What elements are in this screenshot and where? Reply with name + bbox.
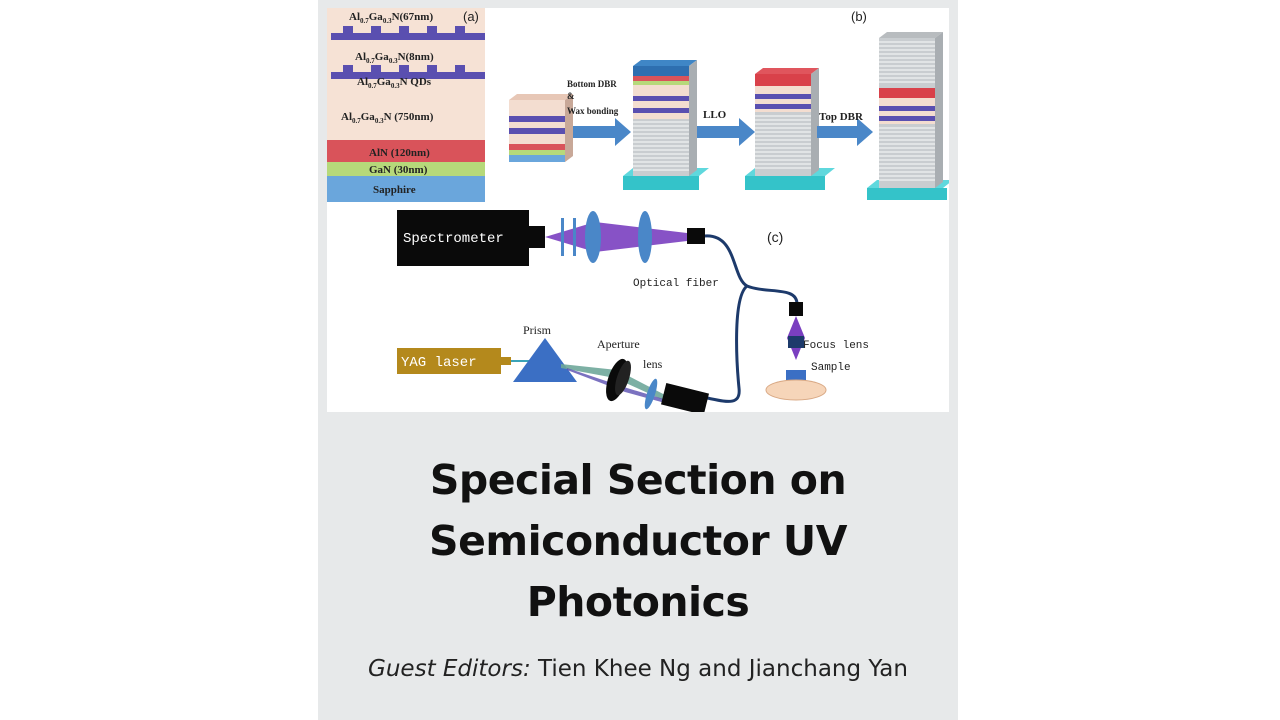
section-title: Special Section on Semiconductor UV Phot… — [318, 450, 958, 633]
aperture-label: Aperture — [597, 337, 640, 351]
collection-lens-2 — [638, 211, 652, 263]
prism-label: Prism — [523, 323, 552, 337]
sample-label: Sample — [811, 362, 851, 374]
laser-fiber-coupler — [660, 383, 710, 412]
gan-layer — [327, 162, 485, 176]
focus-lens-label: Focus lens — [803, 340, 869, 352]
spectrometer — [397, 210, 529, 266]
spectrometer-label: Spectrometer — [403, 231, 504, 247]
step2-label: LLO — [703, 109, 727, 121]
fiber-coupler — [687, 228, 705, 244]
step1-amp: & — [567, 91, 575, 101]
step1b-label: Wax bonding — [567, 106, 619, 116]
sapphire-layer — [327, 176, 485, 202]
focus-lens — [788, 336, 804, 348]
panel-a-label: (a) — [463, 9, 479, 24]
panel-c-label: (c) — [767, 229, 783, 245]
yag-laser — [397, 348, 501, 374]
arrow-2 — [697, 118, 755, 146]
layer-label-aln: AlN (120nm) — [369, 147, 430, 159]
qd-layer-2 — [331, 65, 485, 79]
arrow-3 — [817, 118, 873, 146]
stack-2 — [623, 60, 709, 190]
layer-label-67nm: Al0.7Ga0.3N(67nm) — [349, 11, 433, 25]
layer-label-gan: GaN (30nm) — [369, 164, 428, 176]
article-card: Al0.7Ga0.3N(67nm) (a) Al0.7Ga0.3N(8nm) A… — [318, 0, 958, 720]
cover-figure: Al0.7Ga0.3N(67nm) (a) Al0.7Ga0.3N(8nm) A… — [327, 8, 949, 412]
step3-label: Top DBR — [819, 111, 864, 123]
stack-3 — [745, 68, 835, 190]
layer-label-sapphire: Sapphire — [373, 184, 416, 196]
coupling-lens — [644, 378, 658, 410]
title-line-1: Special Section on — [429, 456, 847, 504]
panel-b-label: (b) — [851, 9, 867, 24]
figure-svg: Al0.7Ga0.3N(67nm) (a) Al0.7Ga0.3N(8nm) A… — [327, 8, 949, 412]
yag-laser-label: YAG laser — [401, 355, 477, 371]
arrow-1 — [573, 118, 631, 146]
title-line-3: Photonics — [526, 578, 750, 626]
sample — [786, 370, 806, 382]
fiber-head — [789, 302, 803, 316]
optical-fiber — [704, 234, 799, 305]
prism — [513, 338, 577, 382]
guest-editors-names: Tien Khee Ng and Jianchang Yan — [538, 656, 908, 682]
stack-4 — [867, 32, 949, 200]
title-line-2: Semiconductor UV — [429, 517, 847, 565]
layer-label-750nm: Al0.7Ga0.3N (750nm) — [341, 111, 434, 125]
panel-c: (c) Spectrometer Optical fiber — [397, 210, 869, 412]
collection-lens-1 — [585, 211, 601, 263]
qd-layer-1 — [331, 26, 485, 40]
step1-label: Bottom DBR — [567, 79, 617, 89]
guest-editors-prefix: Guest Editors: — [368, 656, 531, 682]
optical-fiber-label: Optical fiber — [633, 278, 719, 290]
panel-a: Al0.7Ga0.3N(67nm) (a) Al0.7Ga0.3N(8nm) A… — [327, 8, 485, 202]
lens-label: lens — [643, 357, 663, 371]
guest-editors: Guest Editors: Tien Khee Ng and Jianchan… — [338, 653, 938, 686]
aln-layer — [327, 140, 485, 162]
panel-b: (b) Bottom DBR & Wax bonding — [509, 9, 949, 200]
initial-stack — [509, 94, 573, 162]
sample-stage — [765, 379, 827, 401]
layer-label-8nm: Al0.7Ga0.3N(8nm) — [355, 51, 434, 65]
collection-beam — [545, 222, 687, 252]
